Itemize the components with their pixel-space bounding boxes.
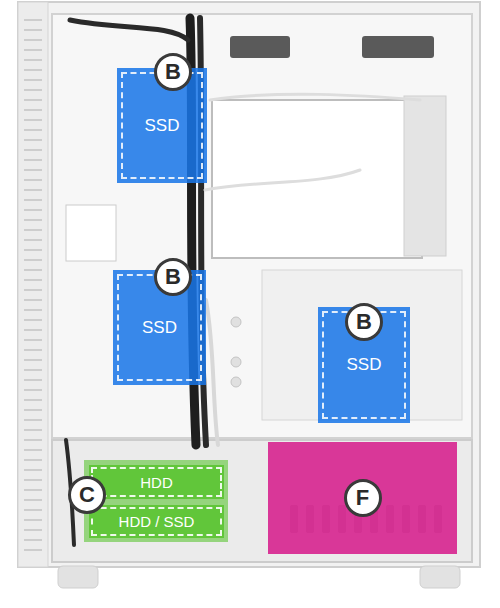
callout-letter: B [356, 309, 372, 335]
callout-badge: B [345, 303, 383, 341]
callout-letter: B [165, 264, 181, 290]
hdd-bay: HDD [89, 465, 224, 499]
callout-badge: F [344, 479, 382, 517]
bay-label: SSD [142, 318, 177, 338]
psu-area: F [268, 442, 457, 554]
callout-badge: C [68, 476, 106, 514]
bay-label: SSD [145, 116, 180, 136]
callout-letter: C [79, 482, 95, 508]
bay-label: SSD [347, 355, 382, 375]
hdd-bay: HDD / SSD [89, 505, 224, 538]
bay-label: HDD / SSD [119, 513, 195, 530]
callout-badge: B [154, 53, 192, 91]
callout-badge: B [154, 258, 192, 296]
bay-label: HDD [140, 474, 173, 491]
callout-letter: B [165, 59, 181, 85]
callout-letter: F [356, 485, 369, 511]
